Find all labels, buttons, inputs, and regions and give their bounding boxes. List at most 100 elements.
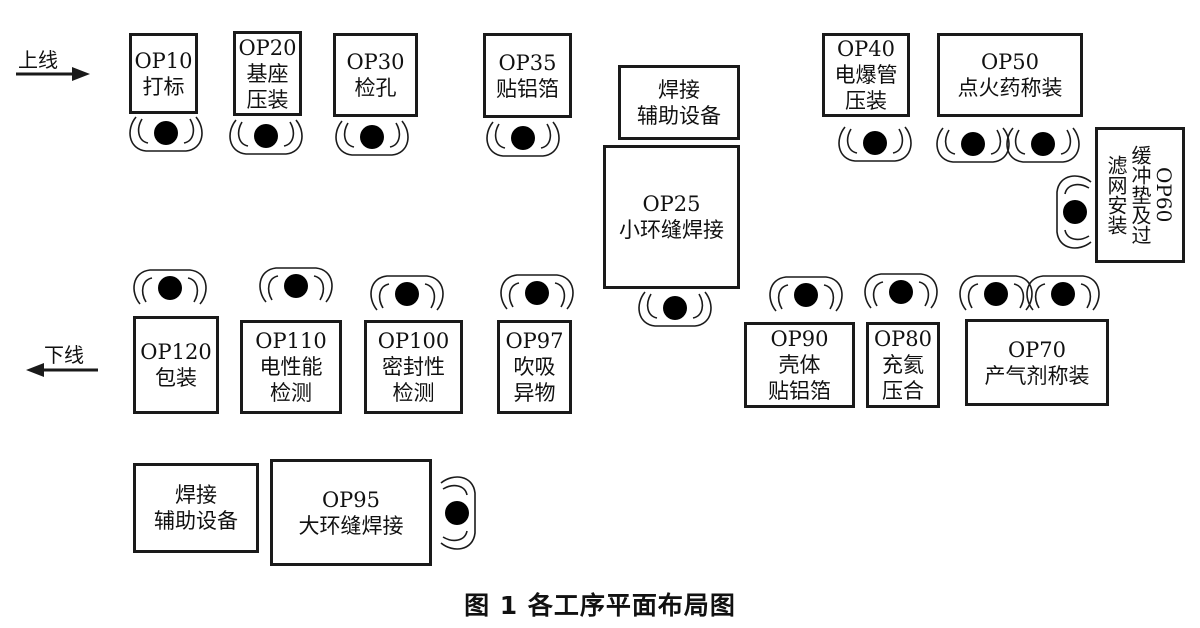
station-name: 壳体 <box>778 353 821 377</box>
station-code: OP10 <box>134 48 193 73</box>
station-op25: OP25 小环缝焊接 <box>603 145 740 289</box>
station-name: 大环缝焊接 <box>298 513 404 538</box>
station-code: OP30 <box>346 50 405 74</box>
station-code: OP110 <box>255 329 327 353</box>
station-code: OP97 <box>505 329 564 353</box>
operator-head <box>863 131 887 155</box>
station-code: OP20 <box>238 35 297 60</box>
operator-head <box>1063 200 1087 224</box>
operator-icon <box>259 267 333 303</box>
station-name: 基座 <box>246 61 289 86</box>
station-name: 点火药称装 <box>957 76 1063 100</box>
station-code: OP90 <box>770 327 829 351</box>
station-op50: OP50 点火药称装 <box>937 33 1083 117</box>
station-name: 异物 <box>513 381 556 405</box>
line-in-label: 上线 <box>18 48 58 72</box>
operator-icon <box>638 291 712 327</box>
station-op30: OP30 检孔 <box>333 33 418 117</box>
station-name: 检测 <box>392 381 435 405</box>
station-code: OP70 <box>1007 337 1067 362</box>
station-code: OP100 <box>377 329 450 353</box>
operator-icon <box>133 269 207 305</box>
station-code: OP95 <box>321 487 381 512</box>
operator-icon <box>129 116 203 152</box>
operator-head <box>794 283 818 307</box>
station-op40: OP40 电爆管 压装 <box>822 33 910 117</box>
operator-head <box>889 280 913 304</box>
station-name: 贴铝箔 <box>496 76 559 101</box>
equipment-name: 辅助设备 <box>637 103 721 128</box>
station-op95: OP95 大环缝焊接 <box>270 459 432 566</box>
operator-icon <box>1006 127 1080 163</box>
operator-icon <box>864 273 938 309</box>
line-out-label: 下线 <box>44 343 84 367</box>
operator-icon <box>370 275 444 311</box>
station-code: OP80 <box>873 327 933 351</box>
operator-head <box>984 282 1008 306</box>
operator-icon <box>500 274 574 310</box>
station-name: 检测 <box>270 381 312 405</box>
station-op20: OP20 基座 压装 <box>233 31 302 116</box>
station-code: OP35 <box>498 50 557 75</box>
station-name: 滤网安装 <box>1104 155 1128 235</box>
station-name: 密封性 <box>382 355 445 379</box>
station-name: 充氦 <box>882 353 924 377</box>
operator-head <box>445 501 469 525</box>
line-in-arrow <box>16 67 90 81</box>
station-name: 压装 <box>845 89 887 113</box>
operator-head <box>254 124 278 148</box>
station-name: 压合 <box>882 379 924 403</box>
line-out-arrow <box>26 363 98 377</box>
operator-head <box>961 132 985 156</box>
station-name: 产气剂称装 <box>984 363 1090 388</box>
station-name: 电爆管 <box>834 63 898 87</box>
station-name: 包装 <box>155 366 197 390</box>
operator-icon <box>229 119 303 155</box>
station-code: OP25 <box>642 192 701 216</box>
station-name: 小环缝焊接 <box>619 218 724 242</box>
station-name: 贴铝箔 <box>768 379 831 403</box>
operator-icon <box>1056 175 1092 249</box>
station-code: OP40 <box>836 37 896 61</box>
equipment-name: 焊接 <box>175 483 217 507</box>
operator-head <box>525 281 549 305</box>
station-code: OP120 <box>140 340 212 364</box>
operator-head <box>663 296 687 320</box>
operator-icon <box>959 275 1033 311</box>
station-op97: OP97 吹吸 异物 <box>497 320 572 414</box>
station-name: 压装 <box>246 87 289 112</box>
equipment-name: 焊接 <box>658 77 700 102</box>
station-code: OP50 <box>980 50 1040 74</box>
operator-head <box>1031 132 1055 156</box>
operator-head <box>395 282 419 306</box>
operator-head <box>360 125 384 149</box>
operator-icon <box>486 121 560 157</box>
station-name: 电性能 <box>259 355 323 379</box>
station-name: 吹吸 <box>513 355 556 379</box>
station-op60: OP60 缓冲垫及过 滤网安装 <box>1095 127 1185 263</box>
operator-icon <box>936 127 1010 163</box>
operator-icon <box>838 126 912 162</box>
welding-auxiliary-equipment-top: 焊接 辅助设备 <box>618 65 740 140</box>
station-name: 打标 <box>142 74 185 99</box>
operator-head <box>1051 282 1075 306</box>
equipment-name: 辅助设备 <box>154 509 238 533</box>
station-op100: OP100 密封性 检测 <box>364 320 463 414</box>
station-op110: OP110 电性能 检测 <box>240 320 342 414</box>
station-name: 检孔 <box>354 76 397 100</box>
station-op80: OP80 充氦 压合 <box>866 322 940 408</box>
operator-head <box>284 274 308 298</box>
station-op35: OP35 贴铝箔 <box>483 33 572 118</box>
station-name: 缓冲垫及过 <box>1128 145 1152 245</box>
station-op10: OP10 打标 <box>129 33 198 114</box>
operator-head <box>511 126 535 150</box>
operator-head <box>154 121 178 145</box>
operator-icon <box>769 276 843 312</box>
station-op90: OP90 壳体 贴铝箔 <box>744 322 855 408</box>
station-op120: OP120 包装 <box>133 316 219 414</box>
welding-auxiliary-equipment-bottom: 焊接 辅助设备 <box>133 463 259 553</box>
operator-icon <box>440 476 476 550</box>
figure-caption: 图 1 各工序平面布局图 <box>464 591 736 620</box>
station-code: OP60 <box>1152 167 1176 223</box>
